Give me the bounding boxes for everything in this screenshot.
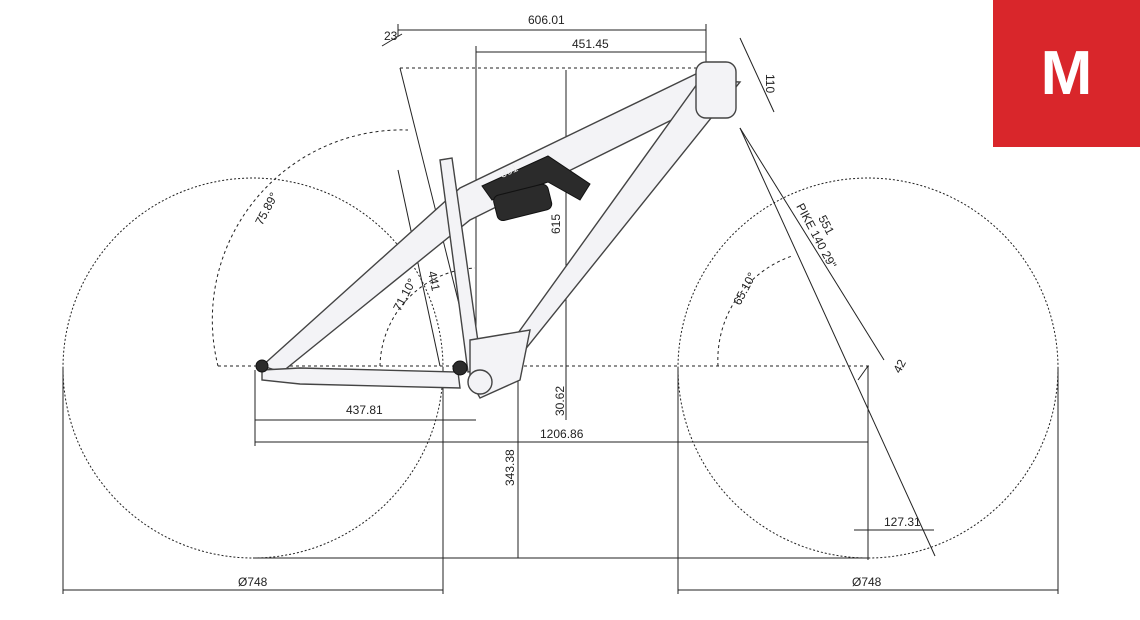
bb-drop-label: 30.62 bbox=[553, 386, 567, 416]
reach-total-label: 606.01 bbox=[528, 13, 565, 27]
size-label: M bbox=[1040, 39, 1093, 108]
chainstay-label: 437.81 bbox=[346, 403, 383, 417]
wheelbase-label: 1206.86 bbox=[540, 427, 584, 441]
front-wheel-label: Ø748 bbox=[852, 575, 882, 589]
head-tube bbox=[695, 61, 737, 119]
head-tube-dim-line bbox=[739, 37, 775, 113]
reach-label: 451.45 bbox=[572, 37, 609, 51]
head-angle-label: 65.10° bbox=[730, 270, 759, 308]
seat-tube-dim-line bbox=[397, 169, 441, 367]
head-angle-arc bbox=[717, 255, 793, 367]
rocker-link bbox=[481, 155, 591, 201]
rear-wheel-label: Ø748 bbox=[238, 575, 268, 589]
chainstay-tube bbox=[261, 367, 461, 389]
seat-tube-label: 441 bbox=[425, 270, 443, 293]
top-tube-seatstay bbox=[260, 71, 722, 373]
rear-axle bbox=[255, 359, 269, 373]
pivot-main bbox=[452, 360, 468, 376]
bb-height-label: 343.38 bbox=[503, 449, 517, 486]
seat-angle-eff-arc bbox=[379, 267, 476, 367]
head-tube-label: 110 bbox=[763, 74, 777, 93]
offset-label: 42 bbox=[890, 357, 909, 376]
seat-angle-label: 75.89° bbox=[252, 190, 281, 228]
rear-shock bbox=[493, 183, 553, 222]
steering-axis-line bbox=[739, 127, 936, 557]
stack-label: 615 bbox=[549, 214, 563, 234]
rear-wheel-outline bbox=[62, 177, 444, 559]
fork-dim-line bbox=[739, 127, 885, 361]
bottom-bracket bbox=[467, 369, 493, 395]
trail-label: 127.31 bbox=[884, 515, 921, 529]
bike-frame bbox=[255, 61, 742, 399]
seat-offset-label: 23 bbox=[384, 29, 398, 43]
size-badge: M bbox=[993, 0, 1140, 147]
seat-angle-arc bbox=[211, 129, 409, 367]
